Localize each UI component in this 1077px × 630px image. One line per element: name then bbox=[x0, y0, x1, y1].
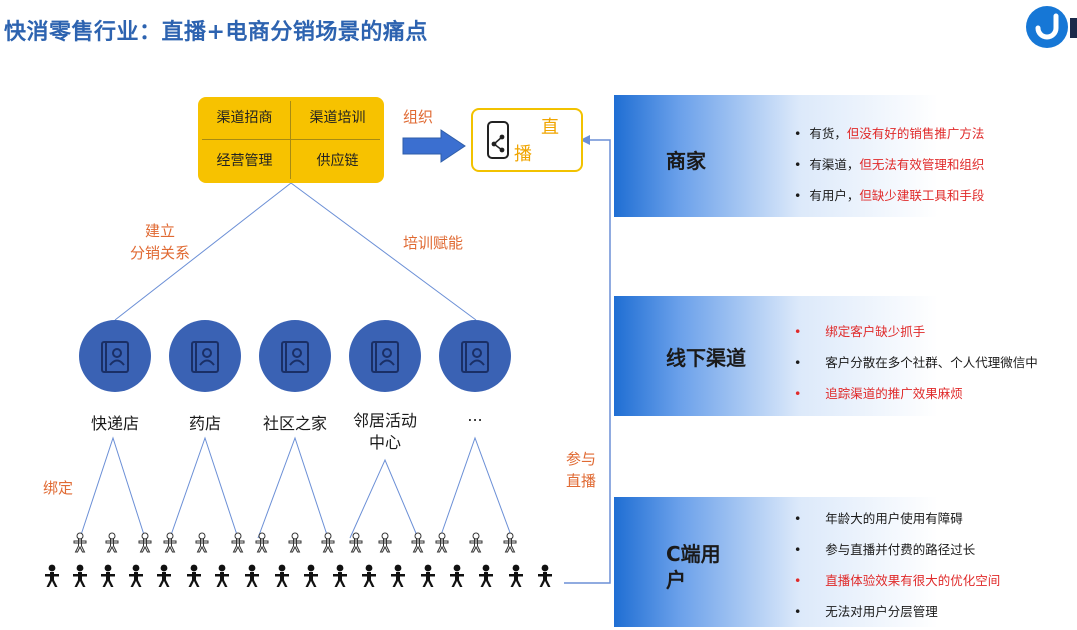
store-circle-pharmacy bbox=[169, 320, 241, 396]
bullet-item: • 年龄大的用户使用有障碍 bbox=[794, 511, 963, 526]
panel-offline-channel: 线下渠道 • 绑定客户缺少抓手 • 客户分散在多个社群、个人代理微信中 • 追踪… bbox=[614, 296, 1077, 416]
bullet-item: • 客户分散在多个社群、个人代理微信中 bbox=[794, 355, 1038, 370]
grid-cell-operations: 经营管理 bbox=[216, 153, 273, 169]
panel-label: 商家 bbox=[666, 149, 706, 173]
store-circle-neighborhood bbox=[349, 320, 421, 396]
brand-logo-tail bbox=[1070, 18, 1077, 38]
bullet-item: • 有用户，但缺少建联工具和手段 bbox=[794, 188, 985, 203]
bind-label: 绑定 bbox=[43, 479, 74, 497]
grid-cell-supply-chain: 供应链 bbox=[316, 153, 359, 169]
brand-logo-icon bbox=[1026, 6, 1068, 48]
grid-cell-recruit: 渠道招商 bbox=[216, 110, 273, 126]
organize-label: 组织 bbox=[403, 108, 434, 126]
store-label: ... bbox=[467, 406, 483, 425]
bullet-item: • 无法对用户分层管理 bbox=[794, 604, 938, 619]
bullet-item: • 有渠道，但无法有效管理和组织 bbox=[794, 157, 985, 172]
channel-functions-grid: 渠道招商 渠道培训 经营管理 供应链 bbox=[198, 97, 384, 183]
live-char-1: 直 bbox=[541, 117, 559, 138]
organize-arrow-icon bbox=[402, 129, 466, 163]
bullet-item: • 参与直播并付费的路径过长 bbox=[794, 542, 976, 557]
join-live-label: 参与 直播 bbox=[566, 450, 597, 490]
store-circle-express bbox=[79, 320, 151, 396]
store-label: 药店 bbox=[188, 414, 221, 433]
contact-book-icon bbox=[439, 320, 511, 392]
panel-label: 线下渠道 bbox=[666, 346, 746, 370]
store-label: 社区之家 bbox=[262, 414, 327, 433]
solid-users bbox=[45, 564, 552, 587]
panel-c-end-user: C端用 户 • 年龄大的用户使用有障碍 • 参与直播并付费的路径过长 • 直播体… bbox=[614, 497, 1077, 627]
bullet-item: • 追踪渠道的推广效果麻烦 bbox=[794, 386, 963, 401]
outline-users bbox=[73, 532, 517, 553]
live-char-2: 播 bbox=[514, 144, 532, 165]
grid-cell-training: 渠道培训 bbox=[309, 110, 366, 126]
store-label: 邻居活动 中心 bbox=[352, 411, 417, 452]
store-circle-community bbox=[259, 320, 331, 396]
contact-book-icon bbox=[259, 320, 331, 392]
contact-book-icon bbox=[79, 320, 151, 392]
bullet-item: • 绑定客户缺少抓手 bbox=[794, 324, 926, 339]
build-distribution-label: 建立 分销关系 bbox=[129, 222, 190, 262]
bullet-item: • 直播体验效果有很大的优化空间 bbox=[794, 573, 1001, 588]
store-label: 快递店 bbox=[90, 414, 139, 433]
panel-label: C端用 户 bbox=[666, 542, 721, 592]
store-circle-more bbox=[439, 320, 511, 396]
users-crowd bbox=[45, 532, 552, 587]
training-empower-label: 培训赋能 bbox=[403, 234, 464, 252]
bullet-item: • 有货，但没有好的销售推广方法 bbox=[794, 126, 985, 141]
contact-book-icon bbox=[169, 320, 241, 392]
phone-share-icon bbox=[487, 121, 509, 159]
contact-book-icon bbox=[349, 320, 421, 392]
panel-merchant: 商家 • 有货，但没有好的销售推广方法 • 有渠道，但无法有效管理和组织 • 有… bbox=[614, 95, 1077, 217]
page-title: 快消零售行业：直播+电商分销场景的痛点 bbox=[4, 19, 428, 45]
